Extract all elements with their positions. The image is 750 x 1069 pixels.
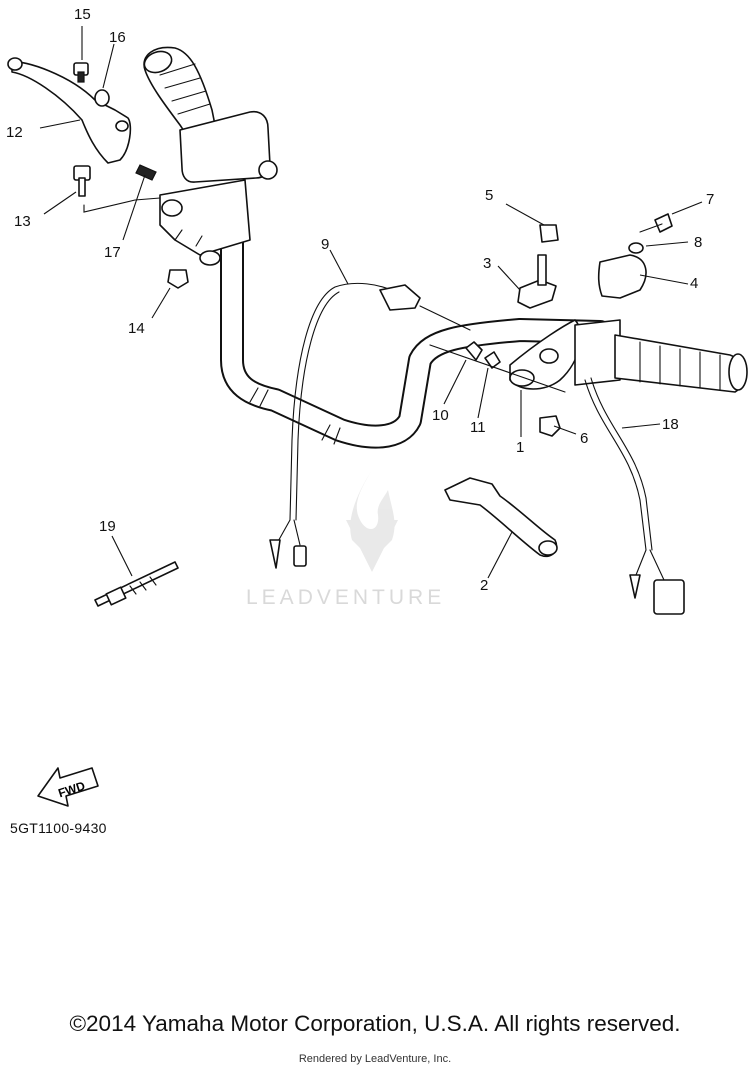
part-label-3: 3	[483, 255, 491, 272]
part-label-7: 7	[706, 191, 714, 208]
right-holder	[429, 213, 673, 437]
right-grip	[574, 319, 748, 393]
part-label-4: 4	[690, 275, 698, 292]
part-labels: 15 16 12 13 17 14 9 5 3 4 7 8 10 11 1 6 …	[6, 6, 714, 594]
part-label-18: 18	[662, 416, 679, 433]
part-label-1: 1	[516, 439, 524, 456]
cable-9	[269, 282, 471, 569]
left-hardware	[73, 62, 189, 289]
leadventure-flame-icon	[346, 470, 398, 572]
part-label-8: 8	[694, 234, 702, 251]
fwd-arrow-icon: FWD	[37, 767, 99, 807]
cable-tie	[94, 561, 179, 607]
part-label-2: 2	[480, 577, 488, 594]
left-grip	[143, 46, 217, 141]
part-label-9: 9	[321, 236, 329, 253]
part-label-12: 12	[6, 124, 23, 141]
cable-18	[584, 377, 685, 615]
part-label-10: 10	[432, 407, 449, 424]
left-brake-lever	[7, 57, 132, 164]
part-label-14: 14	[128, 320, 145, 337]
copyright-notice: ©2014 Yamaha Motor Corporation, U.S.A. A…	[69, 1011, 681, 1036]
part-label-5: 5	[485, 187, 493, 204]
part-label-13: 13	[14, 213, 31, 230]
part-label-17: 17	[104, 244, 121, 261]
part-label-6: 6	[580, 430, 588, 447]
rendered-by-notice: Rendered by LeadVenture, Inc.	[298, 1053, 452, 1065]
part-label-16: 16	[109, 29, 126, 46]
part-label-15: 15	[74, 6, 91, 23]
part-label-11: 11	[470, 419, 486, 436]
watermark: LEADVENTURE	[246, 586, 446, 609]
part-label-19: 19	[99, 518, 116, 535]
master-cylinder	[159, 110, 278, 266]
handlebar	[220, 188, 612, 449]
leader-lines	[39, 26, 703, 579]
diagram-code: 5GT1100-9430	[10, 820, 107, 836]
right-lever	[444, 477, 558, 558]
